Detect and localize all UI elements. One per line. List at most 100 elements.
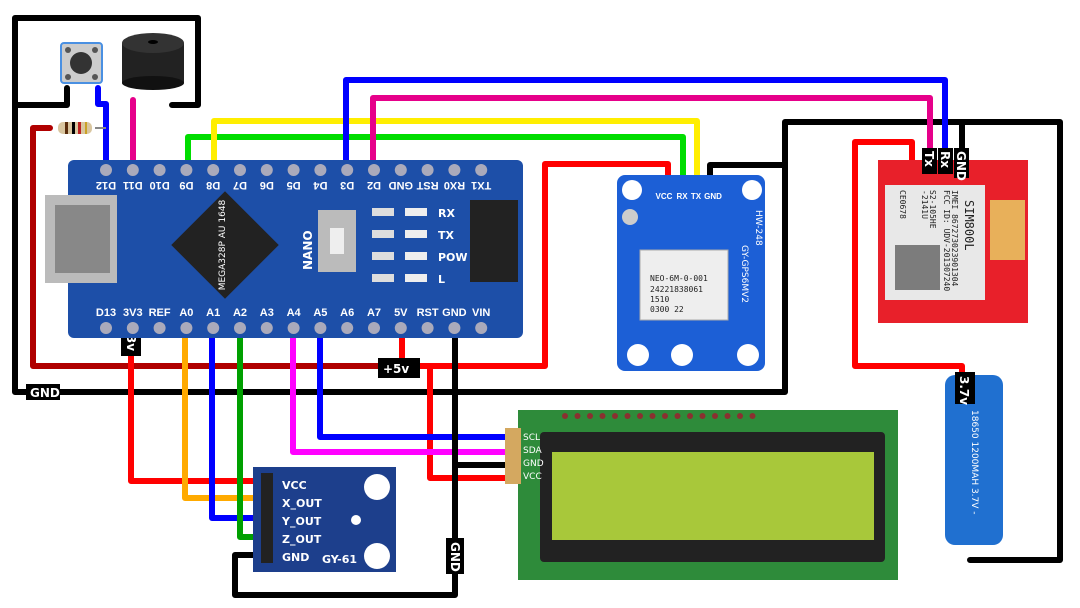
lcd-header-hole	[649, 413, 656, 419]
wire-d8-gps-tx	[211, 118, 700, 188]
nano-pin-d6	[260, 164, 273, 176]
pin-label: D3	[340, 179, 354, 191]
gps-pin-tx: TX	[691, 192, 702, 201]
lcd-pin-vcc: VCC	[523, 472, 542, 482]
wire-d3-sim-rx	[343, 77, 948, 171]
lcd-pin-gnd: GND	[523, 459, 544, 469]
nano-pin-d8	[207, 164, 220, 176]
v5-label: +5v	[378, 358, 420, 378]
battery-18650: 3.7v 18650 1200MAH 3.7V -	[945, 372, 1003, 545]
gps-module-line: NEO-6M-0-001	[650, 274, 708, 283]
nano-pin-tx1	[475, 164, 488, 176]
sim-line: IMEI 867273023901304	[950, 190, 959, 287]
led-pow	[405, 252, 427, 260]
nano-name: NANO	[301, 230, 315, 270]
sim-pin-rx	[938, 148, 953, 174]
pin-label: A3	[260, 307, 274, 319]
gps-pin-rx: RX	[676, 192, 688, 201]
nano-pin-a3	[260, 322, 273, 334]
lcd-pin-scl: SCL	[523, 433, 540, 443]
wire-gnd-lcd-gy	[232, 327, 458, 598]
pin-label: D13	[96, 307, 116, 319]
atmega-chip	[171, 191, 279, 299]
gy-pin-y_out: Y_OUT	[281, 515, 322, 528]
nano-pin-a7	[368, 322, 380, 334]
pin-label: A1	[206, 307, 220, 319]
gnd-bottom-label: GND	[446, 538, 464, 574]
pin-label: A7	[367, 307, 381, 319]
nano-pin-d10	[153, 164, 166, 176]
pin-label: VIN	[472, 307, 490, 319]
led-resistor	[372, 208, 394, 216]
sim800l-module: SIM800L IMEI 867273023901304 FCC ID: UDV…	[878, 148, 1028, 323]
lcd-pin-sda: SDA	[523, 446, 542, 456]
v5-text: +5v	[383, 362, 409, 376]
nano-pin-5v	[394, 322, 407, 334]
pin-label: A0	[179, 307, 193, 319]
pin-label: D8	[206, 179, 220, 191]
pin-label: TX1	[471, 179, 491, 191]
pin-label: D6	[260, 179, 274, 191]
nano-pin-rst	[421, 322, 434, 334]
led-label: TX	[438, 229, 455, 242]
sim-line: -2141U	[920, 190, 929, 219]
nano-pin-d7	[234, 164, 246, 176]
pin-label: A5	[313, 307, 327, 319]
wire-a4-sda	[290, 327, 518, 455]
pin-label: A4	[287, 307, 302, 319]
pin-label: RX0	[444, 179, 465, 191]
nano-pin-d5	[287, 164, 300, 176]
wire-3v3-gy-vcc	[128, 327, 269, 484]
lcd-header-hole	[724, 413, 731, 419]
pin-label: RST	[416, 179, 438, 191]
sim-pin-gnd	[954, 148, 969, 178]
led-resistor	[372, 252, 394, 260]
nano-pin-d12	[100, 164, 112, 176]
sim-pin-label: Rx	[938, 151, 952, 168]
lcd-header-hole	[674, 413, 681, 419]
gps-pin-gnd: GND	[704, 192, 722, 201]
nano-pin-gnd	[394, 164, 407, 176]
pin-label: D5	[287, 179, 301, 191]
gps-board-id: HW-248	[753, 210, 763, 246]
pin-label: 5V	[394, 307, 408, 319]
nano-pin-a6	[341, 322, 354, 334]
sim-line: S2-105HE	[928, 190, 937, 229]
lcd-header-hole	[737, 413, 743, 419]
pin-label: D9	[179, 179, 193, 191]
wire-gnd-main	[12, 102, 1063, 563]
wire-gnd-buzzer	[12, 15, 201, 108]
lcd-header-hole	[599, 413, 606, 419]
sim-pin-label: Tx	[922, 151, 936, 167]
led-resistor	[372, 274, 394, 282]
gy-pin-z_out: Z_OUT	[282, 533, 322, 546]
lcd-header-hole	[612, 413, 618, 419]
pin-label: A6	[340, 307, 354, 319]
lcd-header-hole	[637, 413, 643, 419]
gps-module-line: 1510	[650, 295, 669, 304]
lcd-header-hole	[562, 413, 568, 419]
wire-d2-sim-tx	[370, 95, 933, 171]
icsp-header	[470, 200, 518, 282]
pin-label: D11	[123, 179, 143, 191]
sim-line: FCC ID: UDV-201307240	[942, 190, 951, 291]
sim-title: SIM800L	[962, 200, 976, 251]
nano-pin-a4	[287, 322, 300, 334]
gnd-bottom-text: GND	[448, 542, 462, 572]
lcd-header-hole	[624, 413, 631, 419]
wire-d12-button	[95, 85, 109, 171]
gps-pin-vcc: VCC	[656, 192, 673, 201]
wire-5v-lcd-vcc	[427, 363, 518, 481]
nano-pin-a0	[180, 322, 193, 334]
lcd-screen	[552, 452, 874, 540]
sim-line: CE0678	[898, 190, 907, 219]
nano-pin-a2	[234, 322, 246, 334]
wire-a5-scl	[317, 327, 518, 440]
gnd-left-label: GND	[26, 384, 60, 400]
wire-a1-yout	[209, 327, 269, 521]
nano-pin-d9	[180, 164, 193, 176]
buzzer	[122, 33, 184, 90]
